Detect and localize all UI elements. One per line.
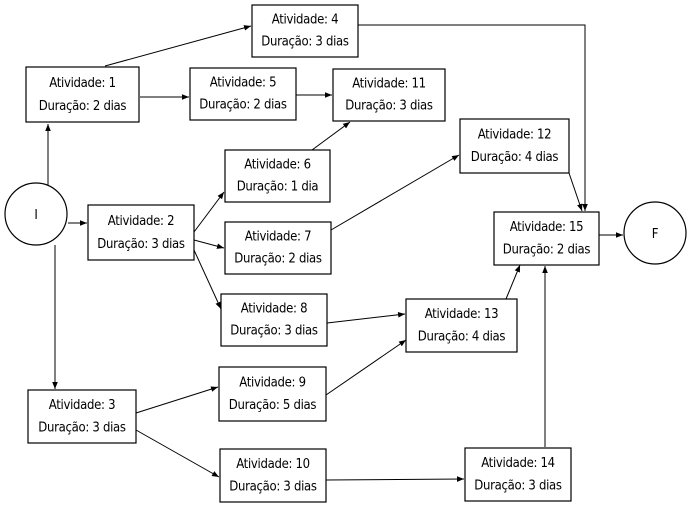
activity-box — [251, 4, 359, 58]
activity-duration: Duração: 3 dias — [230, 324, 318, 339]
activity-node-4: Atividade: 4 Duração: 3 dias — [251, 4, 359, 58]
arrow-7-to-12 — [330, 154, 460, 231]
activity-box — [27, 389, 137, 444]
arrow-2-to-8 — [193, 249, 222, 310]
dependency-arrows — [45, 24, 623, 482]
activity-name: Atividade: 6 — [244, 158, 311, 173]
activity-node-11: Atividade: 11 Duração: 3 dias — [332, 68, 446, 122]
activity-name: Atividade: 10 — [236, 457, 310, 472]
activity-name: Atividade: 3 — [49, 398, 116, 413]
arrow-2-to-7 — [193, 239, 225, 249]
arrow-6-to-11 — [311, 121, 351, 151]
arrow-12-to-15 — [568, 172, 583, 212]
activity-node-15: Atividade: 15 Duração: 2 dias — [493, 211, 600, 266]
start-node-label: I — [34, 208, 37, 223]
activity-node-9: Atividade: 9 Duração: 5 dias — [218, 366, 327, 422]
activity-duration: Duração: 2 dias — [503, 242, 591, 257]
activity-node-10: Atividade: 10 Duração: 3 dias — [219, 448, 327, 503]
arrow-2-to-6 — [193, 191, 225, 233]
activity-duration: Duração: 2 dias — [234, 252, 322, 267]
activity-duration: Duração: 1 dia — [237, 180, 319, 195]
activity-duration: Duração: 2 dias — [39, 99, 127, 114]
activity-box — [332, 68, 446, 122]
activity-duration: Duração: 4 dias — [471, 150, 559, 165]
activity-node-2: Atividade: 2 Duração: 3 dias — [87, 204, 195, 261]
arrow-3-to-10 — [135, 429, 220, 478]
arrow-1-to-4 — [104, 25, 252, 67]
activity-node-3: Atividade: 3 Duração: 3 dias — [27, 389, 137, 444]
arrow-13-to-15 — [505, 264, 521, 300]
activity-node-12: Atividade: 12 Duração: 4 dias — [459, 118, 570, 174]
activity-name: Atividade: 13 — [425, 307, 499, 322]
activity-box — [224, 221, 332, 275]
activity-node-14: Atividade: 14 Duração: 3 dias — [464, 447, 572, 502]
arrow-8-to-13 — [326, 312, 406, 324]
activity-name: Atividade: 4 — [272, 13, 339, 28]
activity-node-1: Atividade: 1 Duração: 2 dias — [25, 66, 140, 123]
activity-name: Atividade: 1 — [49, 76, 116, 91]
activity-duration: Duração: 3 dias — [229, 479, 317, 494]
arrow-9-to-13 — [325, 339, 407, 396]
finish-node-circle — [623, 201, 687, 265]
activity-node-6: Atividade: 6 Duração: 1 dia — [224, 149, 331, 203]
activity-duration: Duração: 3 dias — [261, 35, 349, 50]
activity-box — [464, 447, 572, 502]
activity-box — [493, 211, 600, 266]
activity-duration: Duração: 3 dias — [345, 99, 433, 114]
activity-name: Atividade: 11 — [352, 77, 426, 92]
activity-node-7: Atividade: 7 Duração: 2 dias — [224, 221, 332, 275]
activity-duration: Duração: 3 dias — [97, 237, 185, 252]
activity-duration: Duração: 4 dias — [418, 329, 506, 344]
finish-node-label: F — [652, 227, 659, 242]
activity-name: Atividade: 15 — [510, 220, 584, 235]
activity-name: Atividade: 8 — [241, 302, 308, 317]
activity-box — [189, 67, 297, 121]
activity-node-13: Atividade: 13 Duração: 4 dias — [405, 298, 518, 353]
activity-name: Atividade: 7 — [245, 230, 312, 245]
activity-duration: Duração: 5 dias — [229, 398, 317, 413]
activity-box — [220, 293, 328, 347]
activity-duration: Duração: 3 dias — [474, 478, 562, 493]
activity-box — [219, 448, 327, 503]
activity-node-8: Atividade: 8 Duração: 3 dias — [220, 293, 328, 347]
activity-name: Atividade: 14 — [481, 456, 555, 471]
activity-duration: Duração: 3 dias — [38, 420, 126, 435]
activity-box — [459, 118, 570, 174]
start-node-circle — [4, 182, 68, 246]
activity-name: Atividade: 5 — [210, 76, 277, 91]
arrow-4-to-15 — [358, 24, 588, 211]
activity-duration: Duração: 2 dias — [199, 98, 287, 113]
activity-node-5: Atividade: 5 Duração: 2 dias — [189, 67, 297, 121]
activity-box — [25, 66, 140, 123]
finish-node: F — [623, 201, 687, 265]
arrow-10-to-14 — [325, 476, 465, 482]
activity-name: Atividade: 2 — [108, 214, 175, 229]
arrow-3-to-9 — [135, 386, 219, 414]
activity-box — [405, 298, 518, 353]
activity-name: Atividade: 12 — [478, 127, 552, 142]
activity-box — [224, 149, 331, 203]
activity-box — [87, 204, 195, 261]
activity-box — [218, 366, 327, 422]
activity-name: Atividade: 9 — [239, 375, 306, 390]
start-node: I — [4, 182, 68, 246]
